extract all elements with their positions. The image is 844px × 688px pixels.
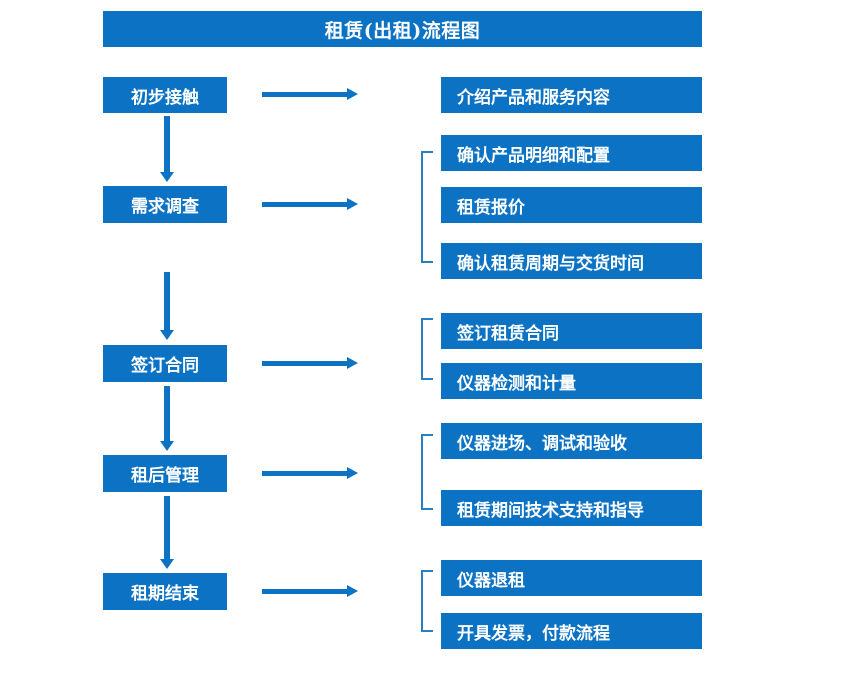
detail-box-5[interactable]: 签订租赁合同 [441, 313, 702, 349]
down-arrow-3-shaft [164, 386, 170, 441]
detail-box-7-label: 仪器进场、调试和验收 [457, 433, 627, 454]
group-bracket-end [421, 570, 433, 632]
right-arrow-2-shaft [262, 202, 348, 207]
right-arrow-2-head [347, 198, 358, 210]
detail-box-9-label: 仪器退租 [457, 570, 525, 591]
right-arrow-4-head [347, 467, 358, 479]
stage-box-1[interactable]: 初步接触 [103, 77, 227, 113]
down-arrow-2 [160, 272, 174, 340]
down-arrow-4 [160, 496, 174, 569]
detail-box-1[interactable]: 介绍产品和服务内容 [441, 77, 702, 113]
down-arrow-1-shaft [164, 116, 170, 172]
detail-box-2-label: 确认产品明细和配置 [457, 145, 610, 166]
detail-box-5-label: 签订租赁合同 [457, 323, 559, 344]
stage-box-2[interactable]: 需求调查 [103, 186, 227, 223]
detail-box-9[interactable]: 仪器退租 [441, 560, 702, 596]
chart-title-bar: 租赁(出租)流程图 [103, 11, 702, 47]
right-arrow-5-head [347, 585, 358, 597]
down-arrow-4-shaft [164, 496, 170, 559]
stage-box-4-label: 租后管理 [131, 466, 199, 486]
group-bracket-contract [421, 318, 433, 380]
right-arrow-5-shaft [262, 589, 348, 594]
chart-title: 租赁(出租)流程图 [324, 19, 481, 42]
detail-box-8-label: 租赁期间技术支持和指导 [457, 500, 644, 521]
down-arrow-3-head [160, 441, 174, 451]
detail-box-7[interactable]: 仪器进场、调试和验收 [441, 423, 702, 459]
right-arrow-2 [262, 198, 358, 210]
detail-box-4[interactable]: 确认租赁周期与交货时间 [441, 243, 702, 279]
right-arrow-3-head [347, 357, 358, 369]
stage-box-1-label: 初步接触 [131, 87, 199, 108]
down-arrow-3 [160, 386, 174, 451]
right-arrow-1 [262, 88, 358, 100]
down-arrow-2-shaft [164, 272, 170, 330]
detail-box-10-label: 开具发票，付款流程 [457, 623, 610, 644]
down-arrow-2-head [160, 330, 174, 340]
down-arrow-1 [160, 116, 174, 182]
group-bracket-management [421, 434, 433, 510]
detail-box-2[interactable]: 确认产品明细和配置 [441, 135, 702, 171]
detail-box-4-label: 确认租赁周期与交货时间 [457, 253, 644, 274]
right-arrow-3-shaft [262, 361, 348, 366]
stage-box-4[interactable]: 租后管理 [103, 455, 227, 492]
detail-box-6[interactable]: 仪器检测和计量 [441, 363, 702, 399]
stage-box-3-label: 签订合同 [131, 356, 199, 376]
right-arrow-4-shaft [262, 471, 348, 476]
right-arrow-5 [262, 585, 358, 597]
stage-box-5-label: 租期结束 [131, 584, 199, 604]
detail-box-3[interactable]: 租赁报价 [441, 187, 702, 223]
stage-box-3[interactable]: 签订合同 [103, 345, 227, 382]
right-arrow-3 [262, 357, 358, 369]
right-arrow-1-shaft [262, 92, 348, 97]
detail-box-1-label: 介绍产品和服务内容 [457, 87, 610, 108]
down-arrow-1-head [160, 172, 174, 182]
detail-box-6-label: 仪器检测和计量 [457, 373, 576, 394]
detail-box-3-label: 租赁报价 [457, 197, 525, 218]
detail-box-10[interactable]: 开具发票，付款流程 [441, 613, 702, 649]
stage-box-2-label: 需求调查 [131, 197, 199, 217]
right-arrow-1-head [347, 88, 358, 100]
right-arrow-4 [262, 467, 358, 479]
detail-box-8[interactable]: 租赁期间技术支持和指导 [441, 490, 702, 526]
group-bracket-requirements [421, 151, 433, 263]
stage-box-5[interactable]: 租期结束 [103, 573, 227, 610]
down-arrow-4-head [160, 559, 174, 569]
